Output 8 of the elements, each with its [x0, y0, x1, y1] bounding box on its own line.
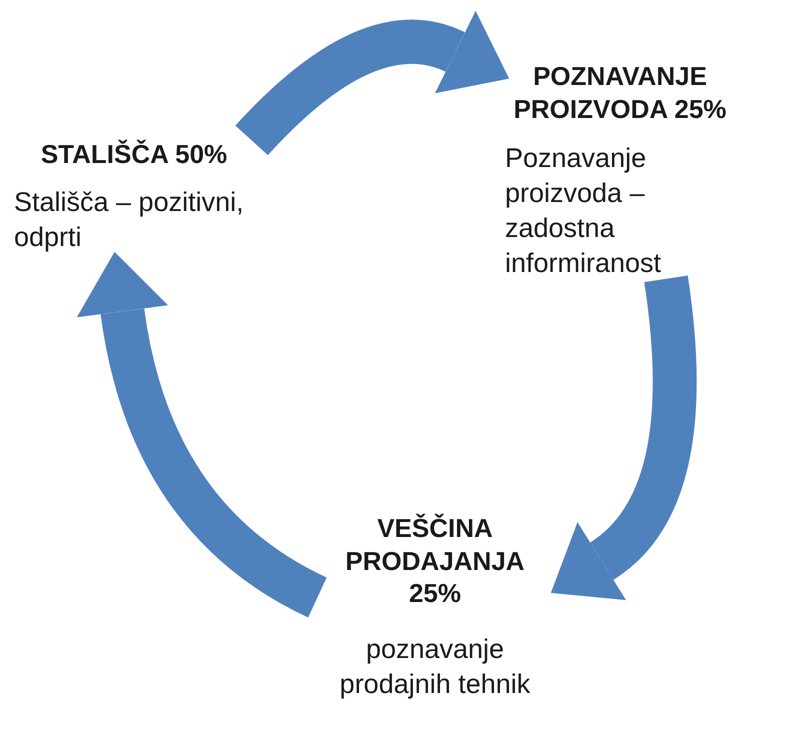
stage-heading: STALIŠČA 50%	[40, 138, 228, 170]
stage-description: Stališča – pozitivni, odprti	[14, 186, 245, 254]
stage-heading: POZNAVANJE PROIZVODA 25%	[512, 60, 728, 125]
stage-heading: VEŠČINA PRODAJANJA 25%	[344, 512, 526, 610]
curved-arrow	[553, 276, 697, 598]
stage-description: poznavanje prodajnih tehnik	[338, 632, 532, 701]
curved-arrow	[236, 9, 511, 156]
stage-description: Poznavanje proizvoda – zadostna informiranost	[505, 142, 662, 280]
